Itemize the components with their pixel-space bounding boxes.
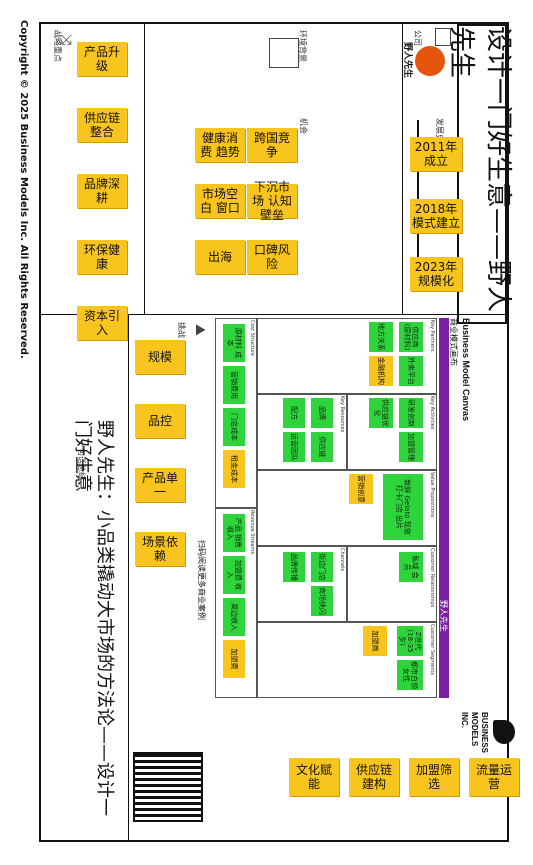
challenge-item-4: 场景依赖 <box>135 532 185 566</box>
strategy-item-1: 产品升级 <box>77 42 127 76</box>
kr-title: Key Resources <box>339 396 345 433</box>
kp-item: 供应商 (原材料) <box>399 322 423 352</box>
title-box: 设计一门好生意——野人先生 <box>446 24 513 324</box>
divider <box>144 24 145 314</box>
vp-title: Value Propositions <box>429 472 435 518</box>
kp-item: 外卖平台 <box>399 356 423 386</box>
cost-item: 原材料 成本 <box>223 324 245 362</box>
strategy-item-5: 资本引入 <box>77 306 127 340</box>
cr-item: 私域 会员 <box>399 552 423 582</box>
strategy-item-2: 供应链整合 <box>77 108 127 142</box>
qr-code <box>133 752 203 822</box>
summary-text: 野人先生：小品类撬动大市场的方法论——设计一门好生意 <box>72 420 115 816</box>
scan-text: 扫码阅读更多商业案例 <box>197 540 206 620</box>
kp-item: 地方关系 <box>369 322 393 352</box>
vp-item: 营销创意 <box>349 474 373 504</box>
kr-item: 配方 <box>283 398 305 428</box>
kp-title: Key Partners <box>429 320 435 352</box>
cost-title: Cost Structure <box>249 320 255 356</box>
shuffle-icon: ⤨ <box>59 34 75 46</box>
right-sticky-2: 加盟筛选 <box>409 758 459 796</box>
cr-title: Customer Relationships <box>429 548 435 608</box>
opportunity-label: 机会 <box>299 118 308 134</box>
mountain-icon: ⛰ <box>193 324 209 336</box>
milestone-1: 2011年 成立 <box>410 137 462 171</box>
strategy-item-3: 品牌深耕 <box>77 174 127 208</box>
env-item-5: 市场空白 窗口 <box>195 184 245 218</box>
cs-item: Z世代 (18-35岁) <box>397 626 423 656</box>
ch-item: 街边门店 <box>311 552 333 582</box>
ka-item: 加盟管理 <box>399 432 423 462</box>
rev-item: 加盟费 <box>223 640 245 678</box>
challenge-item-3: 产品单一 <box>135 468 185 502</box>
challenge-item-1: 规模 <box>135 340 185 374</box>
ka-item: 研发创新 <box>399 398 423 428</box>
canvas-brand-bar <box>439 318 449 698</box>
env-item-4: 健康消费 趋势 <box>195 128 245 162</box>
cost-item: 营销费用 <box>223 366 245 404</box>
company-logo <box>415 46 445 76</box>
kr-item: 品牌 <box>311 398 333 428</box>
canvas-cr <box>347 546 437 622</box>
canvas-subtitle: 商业模式画布 <box>449 318 458 366</box>
kp-item: 金融机构 <box>369 356 393 386</box>
cost-item: 门店成本 <box>223 408 245 446</box>
canvas-title: Business Model Canvas <box>461 318 471 422</box>
challenge-label: 挑战 <box>177 322 186 338</box>
env-item-3: 口碑风险 <box>247 240 297 274</box>
ch-item: 品牌传播 <box>283 552 305 582</box>
rev-item: 加盟费 收入 <box>223 556 245 594</box>
cost-item: 租金成本 <box>223 450 245 488</box>
right-sticky-1: 流量运营 <box>469 758 519 796</box>
kr-item: 供应链 <box>311 432 333 462</box>
bm-logo-text-1: BUSINESS <box>480 712 489 753</box>
ka-title: Key Activities <box>429 396 435 430</box>
rev-item: 周边收入 <box>223 598 245 636</box>
ka-item: 供应链优化 <box>369 398 393 428</box>
ch-item: 商场快闪 <box>311 586 333 616</box>
right-sticky-4: 文化赋能 <box>289 758 339 796</box>
env-item-1: 跨国竞争 <box>247 128 297 162</box>
ch-title: Channels <box>339 548 345 572</box>
cs-item: 都市白领 女性 <box>397 660 423 690</box>
milestone-2: 2018年 模式建立 <box>410 199 462 233</box>
env-item-6: 出海 <box>195 240 245 274</box>
cs-title: Customer Segments <box>429 624 435 675</box>
canvas-brand-text: 野人先生 <box>439 600 448 632</box>
strategy-item-4: 环保健康 <box>77 240 127 274</box>
logo-text: 野人先生 <box>403 42 413 79</box>
milestone-3: 2023年 规模化 <box>410 257 462 291</box>
rev-title: Revenue Streams <box>249 510 255 555</box>
env-item-2: 下沉市场 认知壁垒 <box>247 180 297 222</box>
cs-item: 加盟商 <box>363 626 387 656</box>
rev-item: 产品 销售收入 <box>223 514 245 552</box>
copyright-text: Copyright © 2025 Business Models Inc. Al… <box>18 20 29 359</box>
bm-logo-text-2: MODELS <box>470 712 479 747</box>
bm-logo-text-3: INC. <box>460 712 469 728</box>
right-sticky-3: 供应链建构 <box>349 758 399 796</box>
building-icon <box>435 28 451 46</box>
kr-item: 运营团队 <box>283 432 305 462</box>
sun-icon <box>269 38 299 68</box>
challenge-item-2: 品控 <box>135 404 185 438</box>
vp-item: 新鲜 Gelato 现做 打卡门店 出片 <box>383 474 423 540</box>
divider <box>128 314 129 842</box>
bm-logo-mark <box>493 720 515 744</box>
